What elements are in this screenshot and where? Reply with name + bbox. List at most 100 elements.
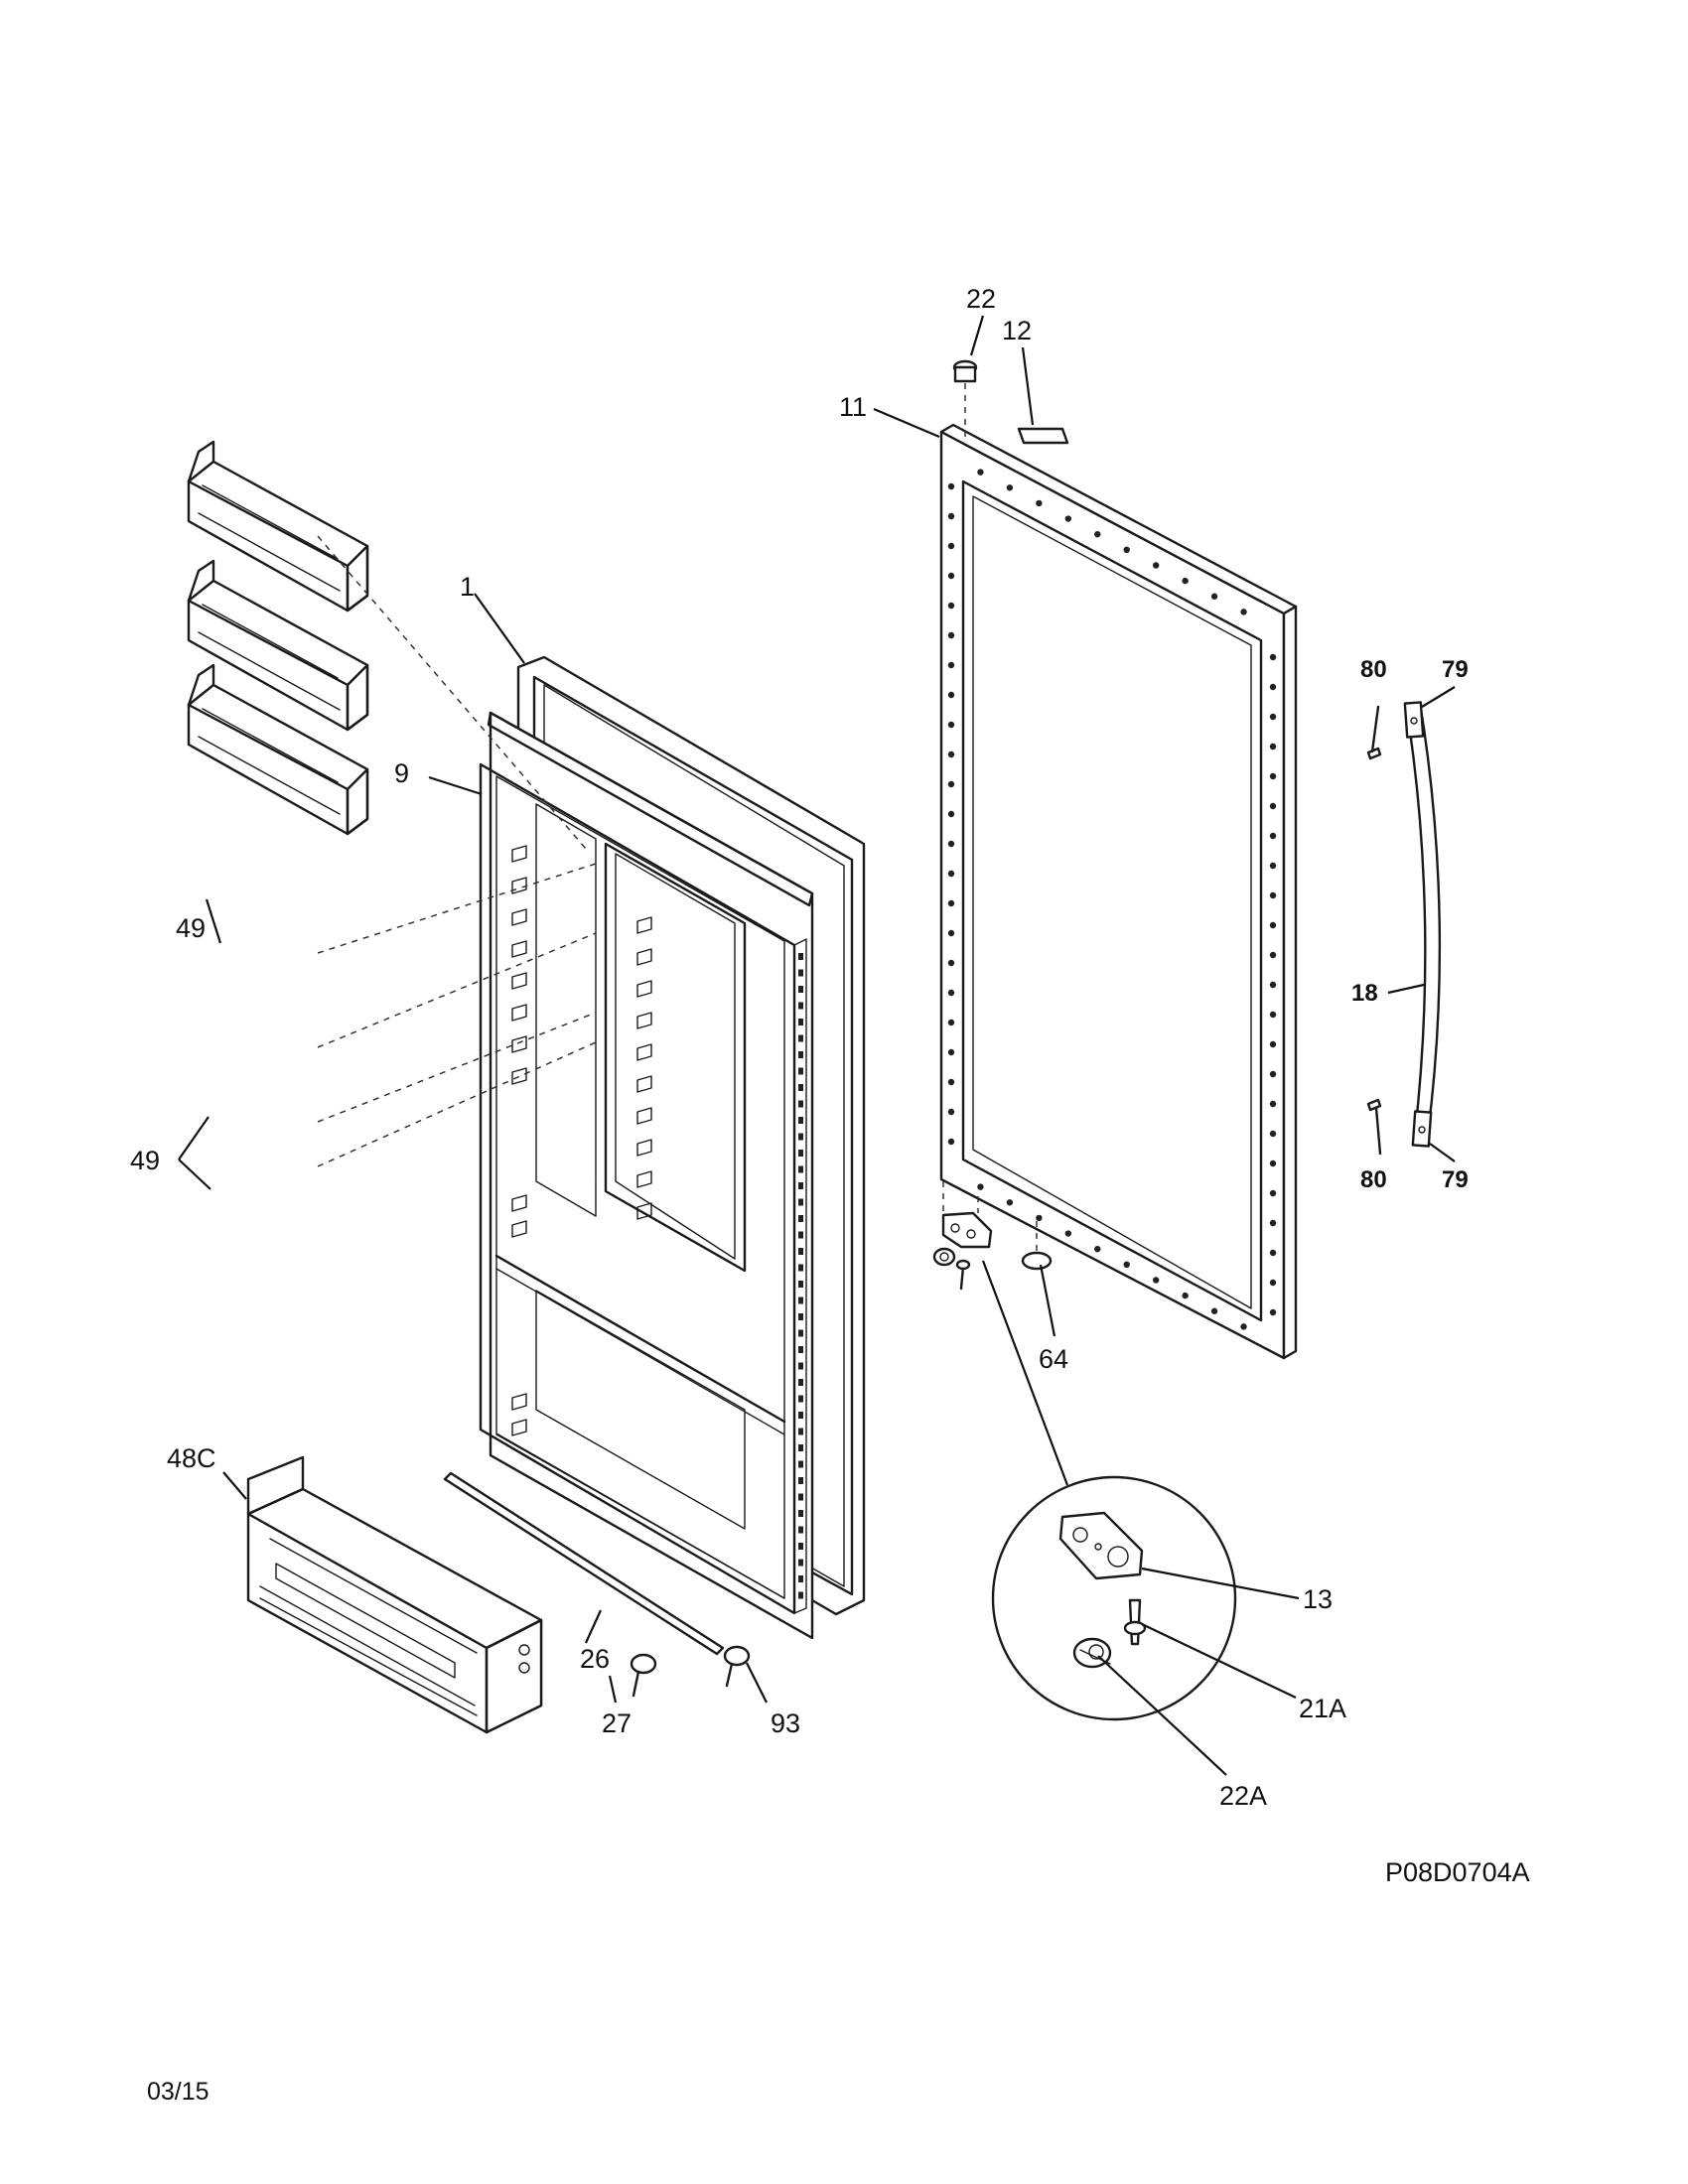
screw-hole <box>947 691 955 699</box>
rail-mark <box>798 1575 803 1582</box>
door-bins <box>187 440 369 836</box>
date-code: 03/15 <box>147 2078 210 2106</box>
screw-hole <box>1269 921 1277 929</box>
bin-rim <box>198 736 341 815</box>
bin-alignment-lines <box>317 535 597 1167</box>
label-part-27: 27 <box>602 1708 632 1738</box>
screw-hole <box>1182 1292 1189 1299</box>
screw-hole <box>1269 1070 1277 1078</box>
bin-body <box>187 460 369 613</box>
screw-hole <box>947 631 955 639</box>
label-part-26: 26 <box>580 1644 610 1674</box>
screw-hole <box>1269 981 1277 989</box>
screw-hole <box>1269 683 1277 691</box>
handle-screw-top <box>1366 705 1382 760</box>
rail-mark <box>798 1084 803 1091</box>
screw-hole <box>947 959 955 967</box>
screw-hole <box>1182 577 1189 585</box>
bin-edge <box>187 479 350 613</box>
door-bin-small <box>187 440 369 613</box>
rail-mark <box>798 1281 803 1288</box>
part-labels: 1 9 11 12 13 18 21A 22 22A 26 27 48C 49 … <box>130 284 1469 1811</box>
label-part-11: 11 <box>839 392 867 422</box>
screw-hole <box>947 989 955 997</box>
inner-door-liner <box>479 711 814 1640</box>
diagram-code: P08D0704A <box>1385 1857 1530 1887</box>
screw-hole <box>1123 1261 1130 1269</box>
rail-mark <box>798 1117 803 1124</box>
rail-mark <box>798 1379 803 1386</box>
screw-hole <box>947 1078 955 1086</box>
rail-mark <box>798 1297 803 1304</box>
door-label-plate <box>1017 427 1069 445</box>
label-part-22a: 22A <box>1219 1781 1267 1811</box>
screw-hole <box>1064 515 1072 522</box>
screw-hole <box>977 469 984 476</box>
screw-hole <box>1036 499 1043 507</box>
rail-mark <box>798 1034 803 1042</box>
shelf-tab <box>636 1202 652 1220</box>
bin-inner <box>202 484 339 560</box>
hinge-detail-view <box>981 1260 1237 1721</box>
bin-end-right <box>346 544 369 613</box>
bin-rim <box>198 512 341 592</box>
rail-mark <box>798 1591 803 1599</box>
rail-mark <box>798 1510 803 1517</box>
screw-hole <box>947 482 955 490</box>
screw-hole <box>947 572 955 580</box>
screw-hole <box>1094 1245 1101 1253</box>
screw-hole <box>1094 530 1101 538</box>
screw-hole <box>1269 743 1277 751</box>
rail-mark <box>798 1329 803 1337</box>
screw-hole <box>1269 1219 1277 1227</box>
rail-mark <box>798 1543 803 1550</box>
shelf-tab <box>511 1194 527 1212</box>
shelf-tab <box>511 1067 527 1085</box>
screw-hole <box>1006 1199 1014 1206</box>
screw-hole <box>947 929 955 937</box>
screw-hole <box>1269 1160 1277 1167</box>
bin-end-right <box>346 663 369 732</box>
screw-hole <box>1269 802 1277 810</box>
shelf-tab <box>511 1393 527 1411</box>
shelf-tab <box>511 908 527 926</box>
door-handle <box>1403 701 1442 1148</box>
rail-mark <box>798 969 803 977</box>
screw-hole <box>947 780 955 788</box>
label-part-49-side: 49 <box>130 1146 160 1175</box>
rail-mark <box>798 1264 803 1272</box>
screw-hole <box>947 661 955 669</box>
bin-inner <box>202 604 339 679</box>
rail-mark <box>798 1493 803 1501</box>
rail-mark <box>798 1559 803 1567</box>
screw-hole <box>1036 1214 1043 1222</box>
rail-mark <box>798 1150 803 1157</box>
leader-lines <box>178 315 1456 1776</box>
rail-mark <box>798 1428 803 1435</box>
top-hinge-bushing <box>952 359 978 442</box>
rail-mark <box>798 1231 803 1239</box>
screw-hole <box>1269 951 1277 959</box>
shelf-tab <box>511 940 527 958</box>
shelf-tab <box>511 1220 527 1238</box>
rail-mark <box>798 1444 803 1451</box>
rail-mark <box>798 1002 803 1010</box>
label-part-48c: 48C <box>167 1443 216 1473</box>
shelf-tab <box>511 1035 527 1053</box>
rail-mark <box>798 1165 803 1173</box>
rail-mark <box>798 1346 803 1353</box>
screw-hole <box>1269 1011 1277 1019</box>
shelf-tab <box>636 1107 652 1125</box>
screw-hole <box>1269 653 1277 661</box>
rail-mark <box>798 1313 803 1320</box>
screw-hole <box>1269 1189 1277 1197</box>
hinge-cover-64 <box>1021 1221 1053 1271</box>
rail-mark <box>798 1412 803 1419</box>
bottom-hinge-small <box>932 1181 993 1291</box>
label-part-79-top: 79 <box>1442 656 1469 683</box>
screw-hole <box>1269 862 1277 870</box>
shelf-tab <box>636 916 652 934</box>
screw-hole <box>1210 1307 1218 1314</box>
handle-screw-bottom <box>1366 1098 1382 1156</box>
